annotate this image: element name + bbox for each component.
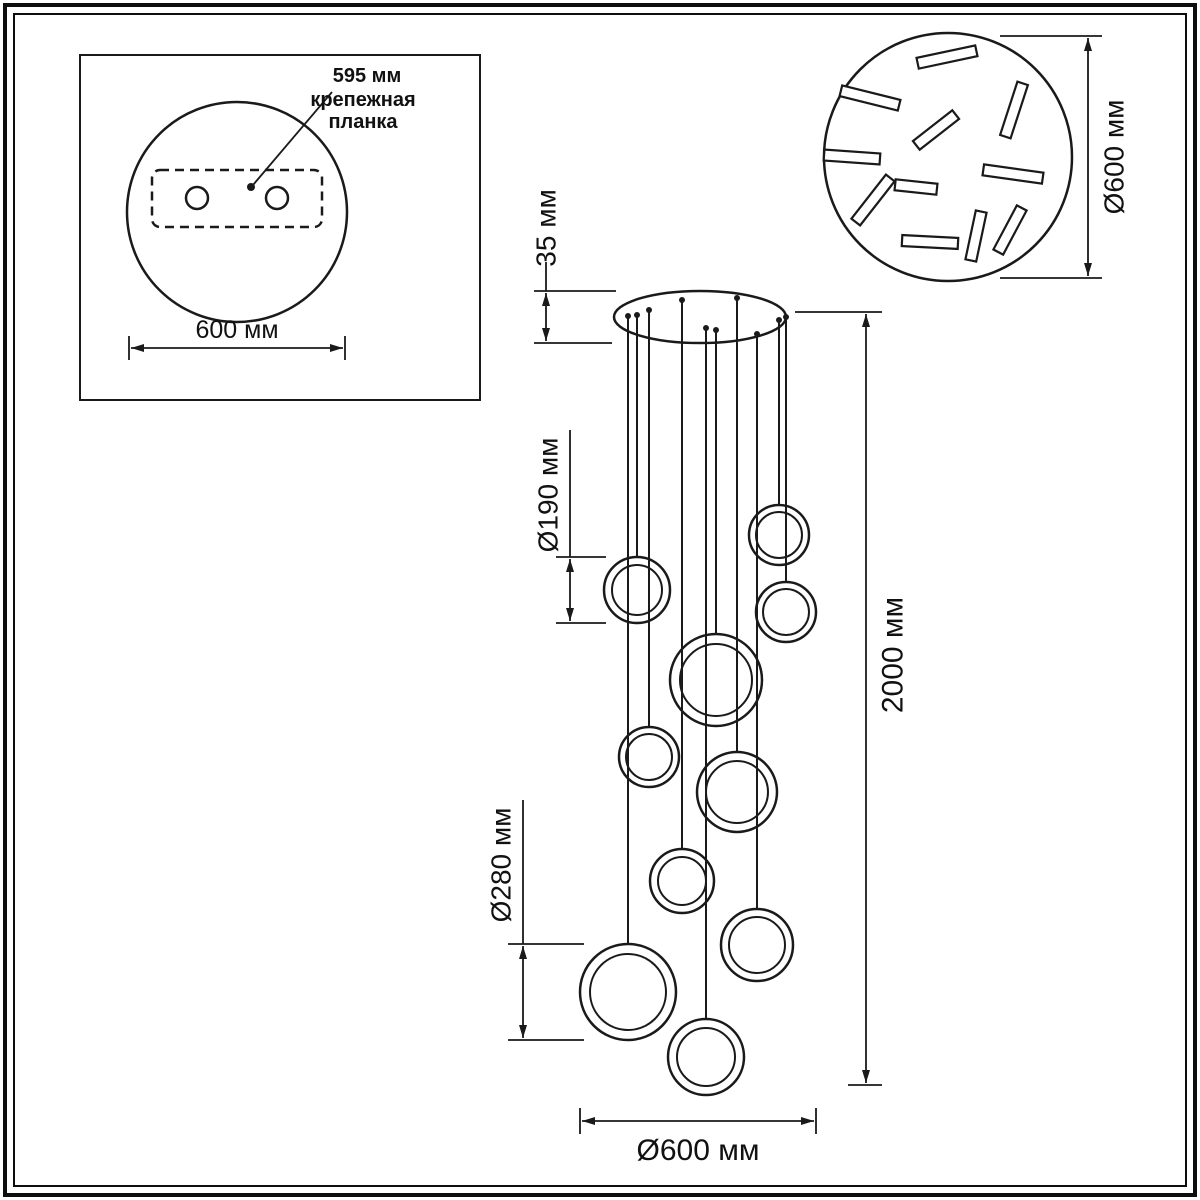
dim-large-ring-280: Ø280 мм — [486, 800, 584, 1041]
canopy-height-label: 35 мм — [531, 189, 562, 266]
detail-box — [79, 54, 481, 401]
mounting-plate — [150, 168, 324, 229]
small-ring-diameter-label: Ø190 мм — [533, 438, 564, 553]
canopy-base-circle — [125, 100, 349, 324]
dim-topview-600: Ø600 мм — [1000, 35, 1130, 279]
pendant-ring — [602, 555, 672, 625]
dim-bottom-600: Ø600 мм — [579, 1108, 817, 1167]
canopy-ellipse — [612, 289, 788, 345]
pendant-ring — [747, 503, 811, 567]
mount-detail-view: 595 мм крепежная планка 600 мм — [79, 54, 481, 401]
mounting-hole-right — [264, 185, 290, 211]
dim-overall-2000: 2000 мм — [795, 311, 910, 1086]
pendant-rings — [578, 503, 818, 1097]
pendant-ring — [666, 1017, 746, 1097]
pendant-ring — [695, 750, 779, 834]
canopy-top-view: Ø600 мм — [822, 31, 1130, 283]
dim-small-ring-190: Ø190 мм — [533, 430, 606, 624]
mounting-hole-left — [184, 185, 210, 211]
canopy-diameter-label: Ø600 мм — [637, 1134, 760, 1167]
pendant-ring — [668, 632, 764, 728]
mount-diameter-label: 600 мм — [195, 316, 278, 344]
overall-height-label: 2000 мм — [877, 597, 910, 713]
large-ring-diameter-label: Ø280 мм — [486, 808, 517, 923]
dim-mount-600: 600 мм — [128, 316, 346, 360]
dim-canopy-height-35: 35 мм — [531, 189, 616, 344]
pendant-ring — [648, 847, 716, 915]
pendant-ring — [617, 725, 681, 789]
led-bars — [822, 44, 1045, 263]
plate-name-line2: планка — [328, 111, 398, 133]
leader-line — [252, 91, 333, 186]
plate-name-line1: крепежная — [310, 89, 415, 111]
pendant-ring — [754, 580, 818, 644]
topview-diameter-label: Ø600 мм — [1099, 100, 1130, 215]
chandelier-side-view: 35 мм Ø190 мм Ø280 мм 2000 мм — [486, 189, 910, 1167]
cords — [627, 298, 787, 1019]
pendant-ring — [578, 942, 678, 1042]
cord-attachment-dots — [625, 295, 789, 337]
pendant-ring — [719, 907, 795, 983]
plate-length-label: 595 мм — [333, 65, 402, 87]
